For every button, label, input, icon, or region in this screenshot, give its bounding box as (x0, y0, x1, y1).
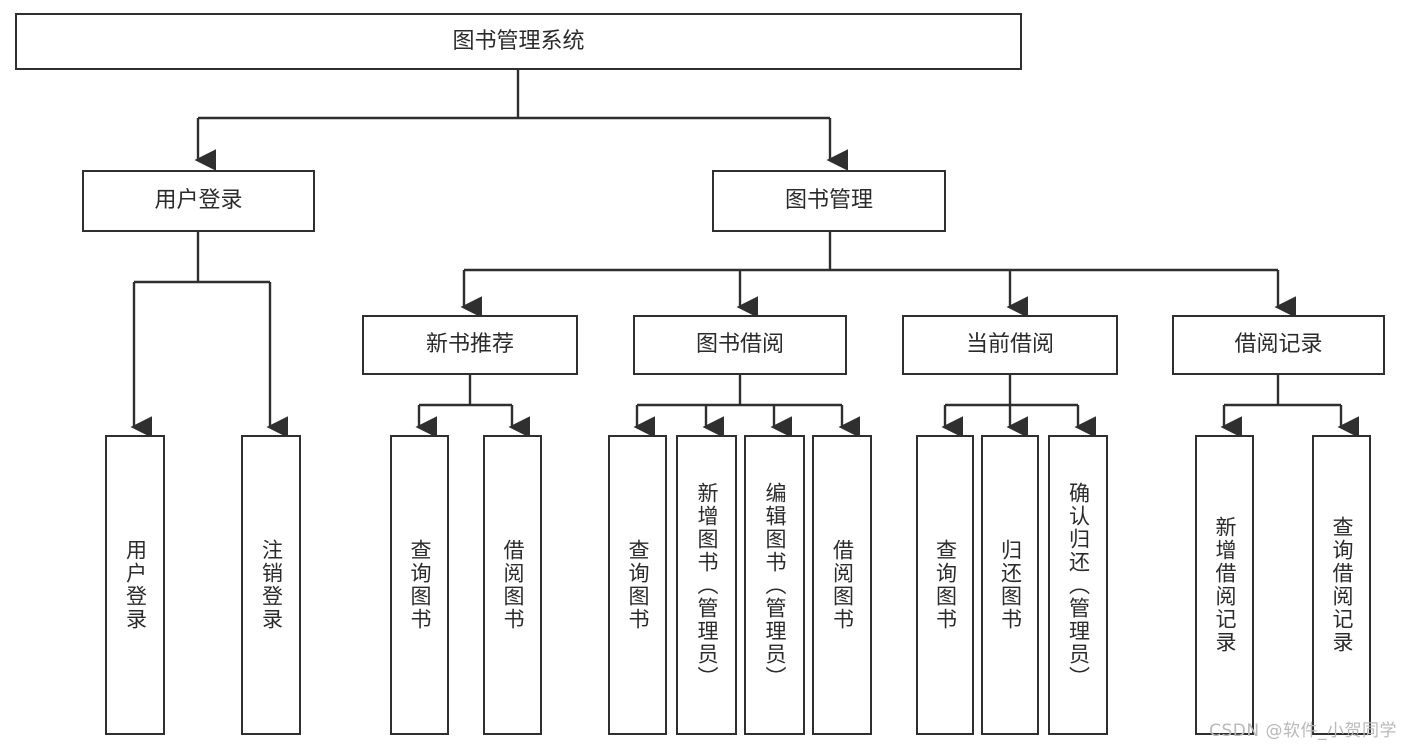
node-root[interactable]: 图书管理系统 (15, 13, 1022, 70)
node-root-label: 图书管理系统 (452, 28, 585, 54)
leaf-user-login-logout[interactable]: 注销登录 (241, 435, 301, 735)
node-current-borrow-label: 当前借阅 (965, 332, 1054, 358)
leaf-label: 用户登录 (123, 539, 148, 631)
leaf-borrow-edit-book[interactable]: 编辑图书（管理员） (744, 435, 805, 735)
leaf-label: 归还图书 (998, 539, 1023, 631)
leaf-label: 编辑图书（管理员） (763, 481, 787, 689)
leaf-current-confirm-return[interactable]: 确认归还（管理员） (1048, 435, 1108, 735)
leaf-label: 借阅图书 (830, 539, 855, 631)
leaf-records-add[interactable]: 新增借阅记录 (1195, 435, 1254, 735)
leaf-current-return[interactable]: 归还图书 (981, 435, 1039, 735)
leaf-borrow-query[interactable]: 查询图书 (608, 435, 667, 735)
leaf-label: 查询图书 (933, 539, 958, 631)
leaf-label: 新增图书（管理员） (695, 481, 719, 689)
node-user-login-label: 用户登录 (154, 188, 243, 214)
node-current-borrow[interactable]: 当前借阅 (902, 315, 1118, 375)
leaf-user-login-login[interactable]: 用户登录 (105, 435, 165, 735)
leaf-label: 查询图书 (626, 539, 650, 631)
leaf-records-query[interactable]: 查询借阅记录 (1312, 435, 1371, 735)
node-new-book-recommend[interactable]: 新书推荐 (362, 315, 578, 375)
node-book-borrow-label: 图书借阅 (695, 332, 784, 358)
node-book-borrow[interactable]: 图书借阅 (633, 315, 847, 375)
node-user-login[interactable]: 用户登录 (82, 170, 315, 232)
node-borrow-records[interactable]: 借阅记录 (1172, 315, 1385, 375)
leaf-label: 借阅图书 (501, 539, 525, 631)
leaf-current-query[interactable]: 查询图书 (916, 435, 974, 735)
leaf-label: 新增借阅记录 (1213, 516, 1237, 654)
node-borrow-records-label: 借阅记录 (1234, 332, 1323, 358)
node-book-management-label: 图书管理 (784, 188, 873, 214)
leaf-label: 注销登录 (259, 539, 284, 631)
node-book-management[interactable]: 图书管理 (712, 170, 946, 232)
leaf-new-book-query[interactable]: 查询图书 (390, 435, 449, 735)
leaf-borrow-add-book[interactable]: 新增图书（管理员） (676, 435, 737, 735)
leaf-label: 查询图书 (408, 539, 432, 631)
leaf-new-book-borrow[interactable]: 借阅图书 (483, 435, 542, 735)
leaf-borrow-borrow-book[interactable]: 借阅图书 (812, 435, 872, 735)
leaf-label: 查询借阅记录 (1330, 516, 1354, 654)
leaf-label: 确认归还（管理员） (1066, 481, 1091, 689)
node-new-book-recommend-label: 新书推荐 (425, 332, 514, 358)
